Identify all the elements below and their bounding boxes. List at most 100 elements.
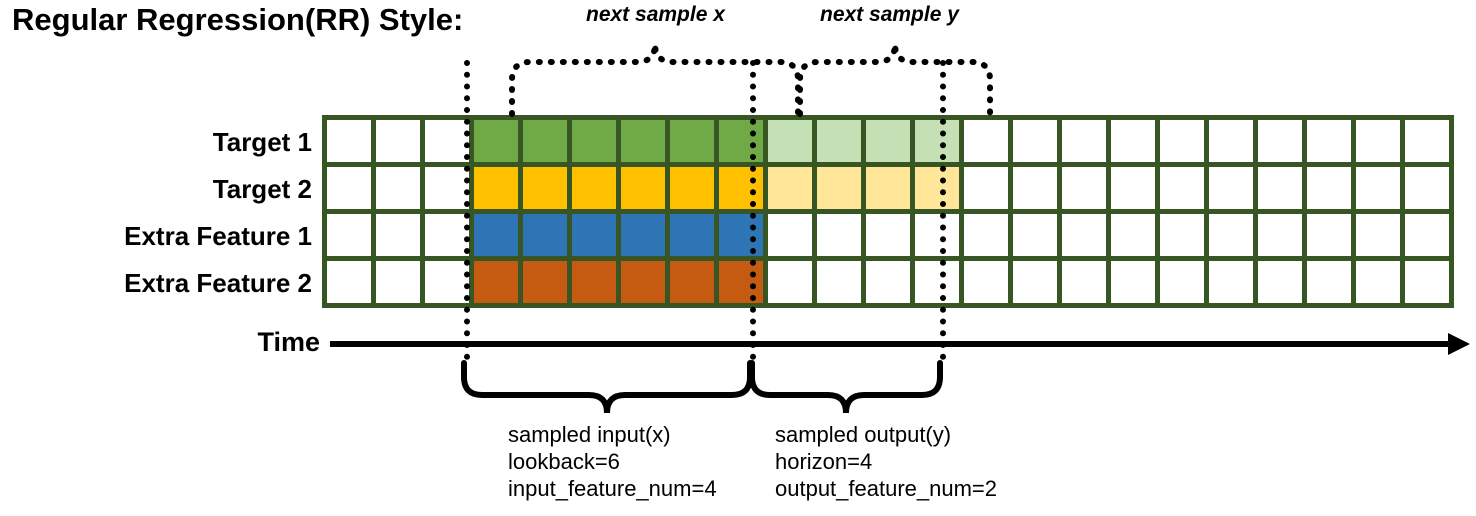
grid-cell [1160, 214, 1204, 256]
grid-cell [1013, 261, 1057, 303]
time-axis-arrow-icon [1448, 333, 1470, 355]
grid-cell [376, 120, 420, 162]
guide-line-input-start [464, 60, 470, 360]
grid-cell [1258, 214, 1302, 256]
top-annotation-next-sample-y: next sample y [820, 3, 959, 26]
grid-cell [719, 120, 763, 162]
sampled-input-line-3: input_feature_num=4 [508, 476, 717, 501]
bottom-annotation-sampled-output: sampled output(y) horizon=4 output_featu… [775, 421, 997, 502]
grid-cell [1062, 120, 1106, 162]
grid-cell [670, 120, 714, 162]
grid-cell [768, 167, 812, 209]
grid-cell [572, 214, 616, 256]
grid-cell [523, 261, 567, 303]
grid-cell [474, 120, 518, 162]
grid-cell [817, 167, 861, 209]
grid-cell [474, 261, 518, 303]
grid-cell [1013, 214, 1057, 256]
grid-cell [817, 120, 861, 162]
grid-cell [572, 167, 616, 209]
grid-cell [474, 214, 518, 256]
grid-cell [1209, 167, 1253, 209]
grid-cell [719, 167, 763, 209]
grid-cell [621, 214, 665, 256]
grid-cell [523, 120, 567, 162]
sampled-input-line-1: sampled input(x) [508, 422, 671, 447]
grid-cell [670, 261, 714, 303]
grid-cell [572, 120, 616, 162]
page-title: Regular Regression(RR) Style: [12, 2, 464, 37]
grid-cell [1356, 261, 1400, 303]
grid-cell [621, 261, 665, 303]
grid-cell [768, 261, 812, 303]
grid-cell [1111, 120, 1155, 162]
grid-cell [1258, 120, 1302, 162]
grid-cell [1209, 120, 1253, 162]
grid-cell [1405, 214, 1449, 256]
top-brace-next-sample-y [797, 43, 993, 117]
grid-cell [425, 167, 469, 209]
grid-cell [1356, 167, 1400, 209]
grid-cell [327, 167, 371, 209]
grid-cell [915, 167, 959, 209]
grid-cell [1307, 261, 1351, 303]
grid-cell [964, 167, 1008, 209]
sampled-output-line-1: sampled output(y) [775, 422, 952, 447]
grid-cell [523, 214, 567, 256]
grid-cell [1160, 261, 1204, 303]
grid-cell [1405, 167, 1449, 209]
sampled-output-line-3: output_feature_num=2 [775, 476, 998, 501]
grid-cell [1062, 261, 1106, 303]
grid-cell [866, 214, 910, 256]
time-axis-line [330, 341, 1454, 347]
grid-cell [768, 120, 812, 162]
grid-cell [719, 261, 763, 303]
grid-cell [1307, 167, 1351, 209]
grid-cell [1111, 167, 1155, 209]
grid-cell [670, 167, 714, 209]
grid-cell [376, 214, 420, 256]
grid-cell [425, 214, 469, 256]
grid-cell [866, 120, 910, 162]
grid-cell [915, 214, 959, 256]
grid-cell [719, 214, 763, 256]
row-label-column: Target 1 Target 2 Extra Feature 1 Extra … [10, 0, 312, 516]
sampled-input-line-2: lookback=6 [508, 449, 620, 474]
grid-cell [376, 261, 420, 303]
grid-cell [1013, 167, 1057, 209]
grid-cell [964, 120, 1008, 162]
bottom-annotation-sampled-input: sampled input(x) lookback=6 input_featur… [508, 421, 717, 502]
grid-cell [376, 167, 420, 209]
grid-cell [1258, 261, 1302, 303]
row-label-target-1: Target 1 [212, 127, 312, 157]
time-axis-label: Time [257, 327, 320, 357]
grid-cell [670, 214, 714, 256]
bottom-brace-sampled-input [461, 360, 753, 414]
row-label-extra-feature-2: Extra Feature 2 [124, 268, 312, 298]
grid-cell [425, 261, 469, 303]
row-label-target-2: Target 2 [212, 174, 312, 204]
guide-line-output-end [940, 60, 946, 360]
grid-cell [1307, 214, 1351, 256]
grid-cell [1405, 261, 1449, 303]
grid-cell [1160, 167, 1204, 209]
grid-cell [1160, 120, 1204, 162]
grid-cell [621, 120, 665, 162]
guide-line-input-end [750, 60, 756, 360]
bottom-brace-sampled-output [749, 360, 943, 414]
grid-cell [1111, 261, 1155, 303]
grid-cell [1209, 214, 1253, 256]
grid-cell [768, 214, 812, 256]
grid-cell [1209, 261, 1253, 303]
grid-cell [327, 261, 371, 303]
grid-cell [1356, 120, 1400, 162]
grid-cell [327, 214, 371, 256]
grid-cell [1013, 120, 1057, 162]
grid-cell [1062, 214, 1106, 256]
grid-cell [817, 261, 861, 303]
grid-cell [866, 261, 910, 303]
grid-cell [572, 261, 616, 303]
grid-cell [621, 167, 665, 209]
grid-cell [1356, 214, 1400, 256]
